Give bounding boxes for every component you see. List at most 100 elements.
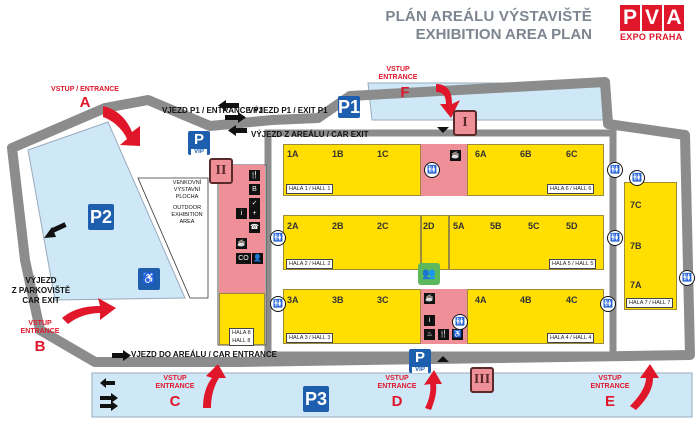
hall-section-5c: 5C — [528, 221, 540, 231]
hall-section-7c: 7C — [630, 200, 642, 210]
logo-letter: A — [664, 5, 684, 31]
arrow-left-icon — [100, 378, 106, 388]
hall-section-2a: 2A — [287, 221, 299, 231]
parking-p1-sign: P1 — [338, 96, 361, 118]
toilet-icon: 🚻 — [600, 296, 616, 312]
hall-2d — [421, 215, 449, 270]
hall-section-3c: 3C — [377, 295, 389, 305]
entrance-arrow-icon — [103, 106, 140, 146]
entrance-d-letter: D — [391, 393, 403, 410]
entrance-arrow-icon — [203, 364, 226, 408]
parking-exit-text: VÝJEZD Z PARKOVIŠTĚ CAR EXIT — [11, 276, 71, 305]
arrow-right-icon — [111, 401, 118, 411]
hall-section-6b: 6B — [520, 149, 532, 159]
p1-exit-text: VÝJEZD P1 / EXIT P1 — [248, 106, 328, 115]
arrow-right-icon — [111, 393, 118, 403]
entrance-arrow-icon — [62, 298, 116, 324]
entrance-arrow-icon — [630, 364, 659, 410]
hall-section-2c: 2C — [377, 221, 389, 231]
toilet-icon: 🚻 — [452, 314, 468, 330]
hall-section-7a: 7A — [630, 280, 642, 290]
service-point-iii-icon: III — [470, 367, 494, 393]
toilet-icon: 🚻 — [679, 270, 695, 286]
restaurant-icon: 🍴 — [438, 329, 449, 340]
parking-p3-area — [91, 372, 693, 418]
entrance-c-letter: C — [169, 393, 181, 410]
entrance-a-label: VSTUP / ENTRANCE — [51, 86, 119, 93]
hall-section-4a: 4A — [475, 295, 487, 305]
info-icon: i — [424, 315, 435, 326]
toilet-icon: 🚻 — [270, 230, 286, 246]
arrow-right-icon — [123, 350, 131, 361]
arrow-down-icon — [437, 127, 449, 133]
service-point-ii-icon: II — [209, 158, 233, 184]
entrance-e-letter: E — [604, 393, 615, 410]
hall-section-1c: 1C — [377, 149, 389, 159]
logo-subtitle: EXPO PRAHA — [620, 32, 683, 42]
perimeter-road — [7, 77, 695, 367]
entrance-a-letter: A — [79, 94, 91, 111]
arrow-left-icon — [218, 100, 226, 111]
meeting-point-icon: 👥 — [418, 263, 440, 285]
arrow-up-icon — [437, 356, 449, 362]
logo-letter: P — [620, 5, 640, 31]
accessibility-icon: ♿ — [452, 329, 463, 340]
service-icon: ♨ — [424, 329, 435, 340]
hall-section-2d: 2D — [423, 221, 435, 231]
outdoor-area-outline — [137, 177, 209, 299]
car-exit-text: VÝJEZD Z AREÁLU / CAR EXIT — [251, 130, 369, 139]
map-title-english: EXHIBITION AREA PLAN — [415, 26, 592, 43]
toilet-icon: 🚻 — [607, 162, 623, 178]
entrance-arrow-icon — [436, 84, 460, 118]
hall-section-5d: 5D — [566, 221, 578, 231]
car-entrance-text: VJEZD DO AREÁLU / CAR ENTRANCE — [131, 350, 277, 359]
hall-5-name: HALA 5 / HALL 5 — [549, 259, 597, 269]
cafe-icon: ☕ — [424, 293, 435, 304]
service-point-i-icon: I — [453, 110, 477, 136]
accessible-parking-icon: ♿ — [138, 268, 160, 290]
hall-section-2b: 2B — [332, 221, 344, 231]
info-icon: i — [236, 208, 247, 219]
parking-p3-sign: P3 — [303, 386, 329, 412]
arrow-left-icon — [228, 125, 236, 136]
toilet-icon: 🚻 — [424, 162, 440, 178]
hall-section-5b: 5B — [490, 221, 502, 231]
toilet-icon: 🚻 — [607, 230, 623, 246]
parking-p2-sign: P2 — [88, 204, 114, 230]
arrow-right-icon — [238, 112, 246, 123]
cafe-icon: ☕ — [236, 238, 247, 249]
hall-7-name: HALA 7 / HALL 7 — [626, 298, 674, 308]
hall-section-7b: 7B — [630, 241, 642, 251]
hall-section-1a: 1A — [287, 149, 299, 159]
hall-7 — [624, 182, 677, 310]
hall-section-6a: 6A — [475, 149, 487, 159]
logo-letter: V — [642, 5, 662, 31]
map-title-czech: PLÁN AREÁLU VÝSTAVIŠTĚ — [385, 8, 592, 25]
hall-section-4c: 4C — [566, 295, 578, 305]
hall-section-6c: 6C — [566, 149, 578, 159]
hall-section-4b: 4B — [520, 295, 532, 305]
arrow-bar — [225, 103, 239, 108]
first-aid-icon: + — [249, 208, 260, 219]
pva-logo: P V A EXPO PRAHA — [620, 5, 686, 43]
hall-section-1b: 1B — [332, 149, 344, 159]
hall-4-name: HALA 4 / HALL 4 — [547, 333, 595, 343]
entrance-arrow-icon — [424, 370, 442, 410]
hall-section-3b: 3B — [332, 295, 344, 305]
p1-entrance-text: VJEZD P1 / ENTRANCE P1 — [162, 106, 263, 115]
hall-section-3a: 3A — [287, 295, 299, 305]
toilet-icon: 🚻 — [629, 170, 645, 186]
checkroom-icon: B — [249, 184, 260, 195]
toilet-icon: 🚻 — [270, 296, 286, 312]
entrance-b-letter: B — [34, 338, 46, 355]
hall-3-name: HALA 3 / HALL 3 — [286, 333, 334, 343]
